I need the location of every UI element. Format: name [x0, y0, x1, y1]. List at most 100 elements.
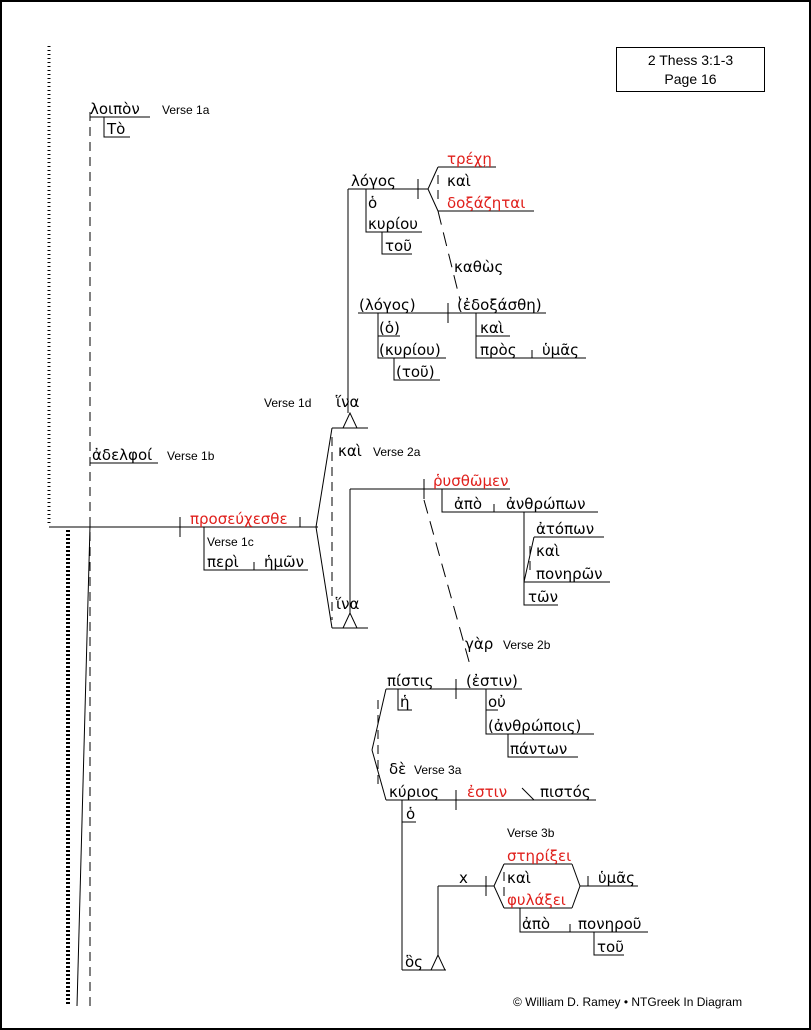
fork-lower [315, 526, 333, 629]
word-he: ἡ [400, 693, 410, 711]
word-ho-a: ὁ [368, 194, 377, 212]
tou-p-line [393, 358, 440, 381]
word-loipon: λοιπὸν [90, 100, 140, 118]
to-line [103, 117, 130, 138]
word-kai-e: καὶ [507, 869, 531, 887]
label-verse-1d: Verse 1d [264, 396, 311, 410]
verb-fork-up [427, 166, 439, 190]
label-verse-3b: Verse 3b [507, 826, 555, 840]
diagram-words: λοιπὸν Verse 1a Τὸ ἀδελφοί Verse 1b προσ… [90, 100, 742, 1009]
diagram-lines [47, 46, 648, 1007]
obj-join-down [571, 885, 581, 909]
word-ho-b: ὁ [406, 805, 415, 823]
word-anthropois: (ἀνθρώποις) [488, 717, 581, 735]
word-fylaxei: φυλάξει [507, 891, 566, 909]
reference-box: 2 Thess 3:1-3 Page 16 [616, 47, 765, 92]
word-logos: λόγος [351, 172, 396, 190]
apo-line [441, 489, 598, 513]
word-tou-b: τοῦ [597, 938, 624, 956]
label-verse-2a: Verse 2a [373, 445, 421, 459]
word-pistos: πιστός [540, 783, 591, 801]
word-pistis: πίστις [387, 672, 434, 690]
page-number: Page 16 [664, 71, 717, 87]
apo-b-line [519, 908, 648, 933]
peri-line [203, 527, 308, 571]
word-doxazetai: δοξάζηται [447, 194, 525, 212]
kyriou-p-line [377, 336, 446, 359]
label-verse-3a: Verse 3a [414, 763, 462, 777]
word-panton: πάντων [510, 740, 567, 758]
word-de: δὲ [389, 760, 406, 778]
word-edoxasthe: (ἐδοξάσθη) [457, 296, 542, 314]
word-apo-b: ἀπὸ [522, 915, 550, 933]
word-hymas-a: ὑμᾶς [542, 341, 579, 359]
word-kai-d: καὶ [536, 542, 560, 560]
word-atopon: ἀτόπων [536, 520, 594, 538]
anthropois-line [485, 710, 594, 735]
adj-fork-up [523, 536, 535, 583]
word-adelfoi: ἀδελφοί [92, 446, 152, 464]
word-proseuchesthe: προσεύχεσθε [190, 510, 288, 528]
word-kathos: καθὼς [454, 258, 503, 276]
word-gar: γὰρ [465, 635, 493, 653]
label-verse-1a: Verse 1a [162, 103, 210, 117]
pistos-slash [521, 787, 535, 801]
word-pros: πρὸς [480, 341, 517, 359]
pros-line [475, 336, 586, 359]
gar-dash [423, 499, 471, 666]
v3-fork-down [493, 885, 505, 909]
word-estin: ἐστιν [467, 783, 507, 801]
word-hina-a: ἵνα [335, 393, 359, 411]
hina-b-triangle [342, 611, 358, 629]
diagonal-rule [76, 525, 91, 1007]
word-kai-a: καὶ [447, 172, 471, 190]
word-peri: περὶ [207, 553, 239, 571]
word-estin-p: (ἐστιν) [466, 672, 518, 690]
de-fork-up [371, 688, 387, 751]
word-ou: οὐ [488, 693, 506, 711]
word-ponerou: πονηροῦ [578, 915, 641, 933]
word-kyriou-p: (κυρίου) [379, 341, 441, 359]
hos-triangle [430, 953, 446, 971]
label-verse-2b: Verse 2b [503, 638, 551, 652]
he-line [397, 689, 412, 711]
word-ho-p: (ὁ) [379, 319, 400, 337]
hina-a-triangle [342, 411, 358, 429]
label-verse-1c: Verse 1c [207, 535, 254, 549]
kyriou-line [365, 189, 422, 233]
label-verse-1b: Verse 1b [167, 449, 215, 463]
word-hymas-b: ὑμᾶς [598, 869, 635, 887]
tou-line [381, 232, 412, 255]
word-poneron: πονηρῶν [536, 565, 603, 583]
verb-fork-down [427, 188, 439, 212]
copyright-text: © William D. Ramey • NTGreek In Diagram [513, 995, 742, 1009]
word-rhysthomen: ῥυσθῶμεν [433, 472, 508, 490]
word-kai-b: καὶ [480, 319, 504, 337]
word-anthropon: ἀνθρώπων [506, 495, 586, 513]
panton-line [507, 734, 578, 758]
word-apo-a: ἀπὸ [454, 495, 482, 513]
word-hemon: ἡμῶν [264, 553, 304, 571]
word-hina-b: ἵνα [335, 595, 359, 613]
word-x: x [459, 869, 468, 887]
de-fork-down [371, 749, 387, 801]
word-to: Τὸ [106, 120, 125, 138]
word-trechei: τρέχῃ [447, 150, 492, 168]
word-kai-c: καὶ [338, 442, 362, 460]
fork-upper [315, 427, 333, 528]
kathos-dash [437, 210, 461, 301]
word-logos-p: (λόγος) [359, 296, 416, 314]
word-sterixei: στηρίξει [507, 847, 571, 865]
word-kyrios: κύριος [389, 783, 439, 801]
word-hos: ὃς [405, 953, 423, 971]
reference-text: 2 Thess 3:1-3 [647, 52, 734, 68]
word-tou-a: τοῦ [385, 237, 412, 255]
word-kyriou: κυρίου [368, 215, 418, 233]
v3-fork-up [493, 863, 505, 887]
tou-b-line [593, 932, 624, 956]
obj-join-up [571, 863, 581, 887]
ton-line [523, 512, 558, 606]
